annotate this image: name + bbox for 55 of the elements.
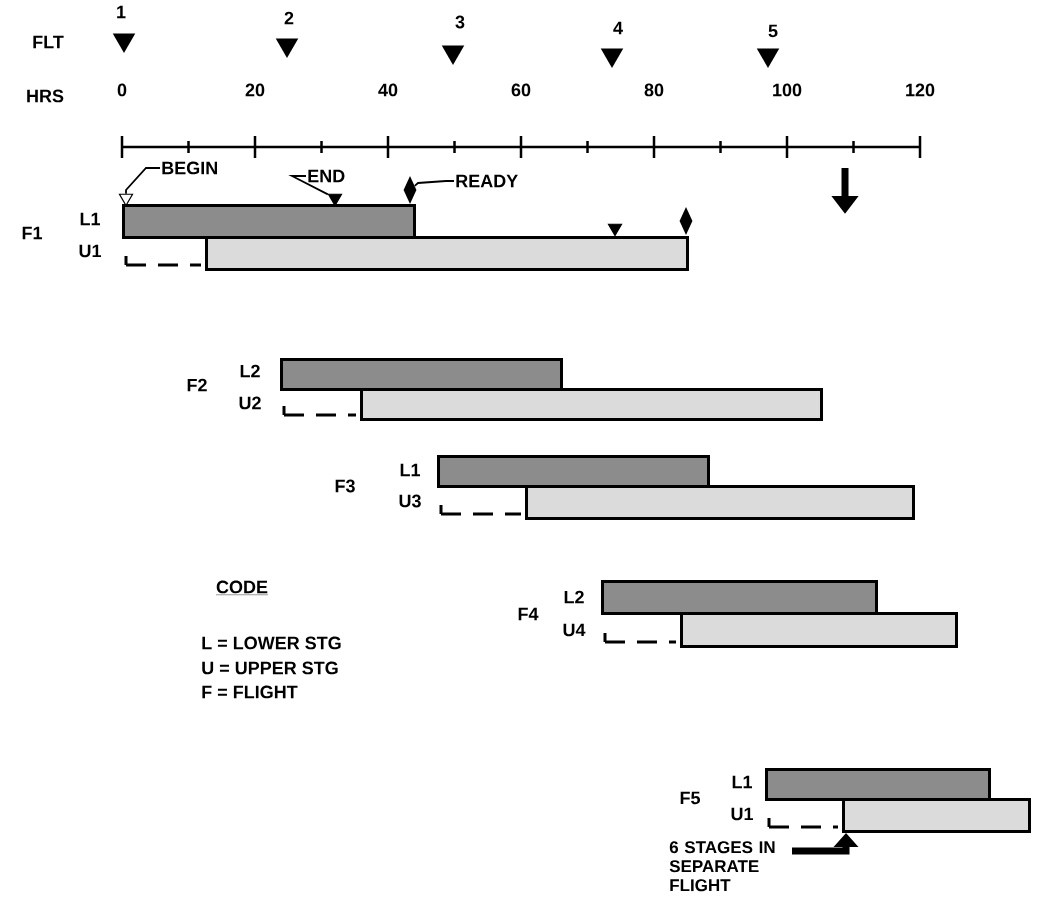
- schedule-bar: [122, 204, 416, 239]
- axis-label: 20: [245, 83, 265, 97]
- axis-label: U1: [731, 807, 753, 821]
- axis-label: F1: [22, 226, 42, 240]
- ready-diamond: [679, 207, 693, 235]
- schedule-bar: [765, 768, 991, 801]
- leader-line: [413, 180, 455, 187]
- schedule-bar: [280, 358, 563, 391]
- bar-label: L1: [400, 463, 420, 477]
- axis-label: 5: [768, 24, 778, 38]
- bar-label: L1: [732, 775, 752, 789]
- axis-label: 120: [906, 83, 935, 97]
- bar-label: L2: [564, 590, 584, 604]
- marker-triangle: [607, 223, 623, 237]
- key-text: F = FLIGHT: [202, 685, 298, 699]
- callout-text: 6 STAGES IN SEPARATE FLIGHT: [669, 841, 775, 892]
- axis-label: 1: [117, 5, 126, 19]
- axis-label: U2: [239, 396, 261, 410]
- schedule-bar: [360, 388, 823, 421]
- axis-label: 0: [117, 83, 127, 97]
- axis-label: 3: [455, 15, 465, 29]
- schedule-bar: [842, 798, 1031, 833]
- axis-label: F3: [335, 479, 355, 493]
- axis-label: U4: [563, 623, 586, 637]
- key-heading: CODE: [215, 580, 269, 595]
- bar-label: L2: [240, 364, 260, 378]
- ready-diamond: [403, 176, 417, 204]
- schedule-bar: [437, 455, 710, 488]
- marker-triangle: [118, 193, 134, 207]
- axis-label: 2: [284, 11, 294, 25]
- callout-text: READY: [456, 174, 518, 188]
- axis-label: U1: [79, 244, 101, 258]
- axis-label: FLT: [33, 35, 64, 49]
- bar-label: L1: [80, 212, 100, 226]
- schedule-bar: [680, 612, 958, 648]
- schedule-bar: [601, 580, 878, 615]
- axis-label: 40: [378, 83, 398, 97]
- callout-text: END: [308, 169, 345, 183]
- key-text: L = LOWER STG: [202, 636, 341, 650]
- axis-label: U3: [399, 494, 421, 508]
- axis-label: F5: [680, 791, 700, 805]
- key-text: U = UPPER STG: [202, 661, 338, 675]
- axis-label: F2: [187, 378, 207, 392]
- callout-text: BEGIN: [162, 161, 217, 175]
- schedule-bar: [525, 485, 915, 520]
- axis-label: F4: [518, 607, 539, 621]
- axis-label: 100: [773, 83, 802, 97]
- axis-label: HRS: [27, 89, 64, 103]
- leader-line: [125, 167, 161, 195]
- leader-line: [288, 175, 329, 196]
- axis-label: 60: [511, 83, 531, 97]
- schedule-bar: [205, 236, 689, 271]
- marker-triangle: [327, 193, 343, 207]
- axis-label: 80: [644, 83, 664, 97]
- axis-label: 4: [613, 21, 623, 35]
